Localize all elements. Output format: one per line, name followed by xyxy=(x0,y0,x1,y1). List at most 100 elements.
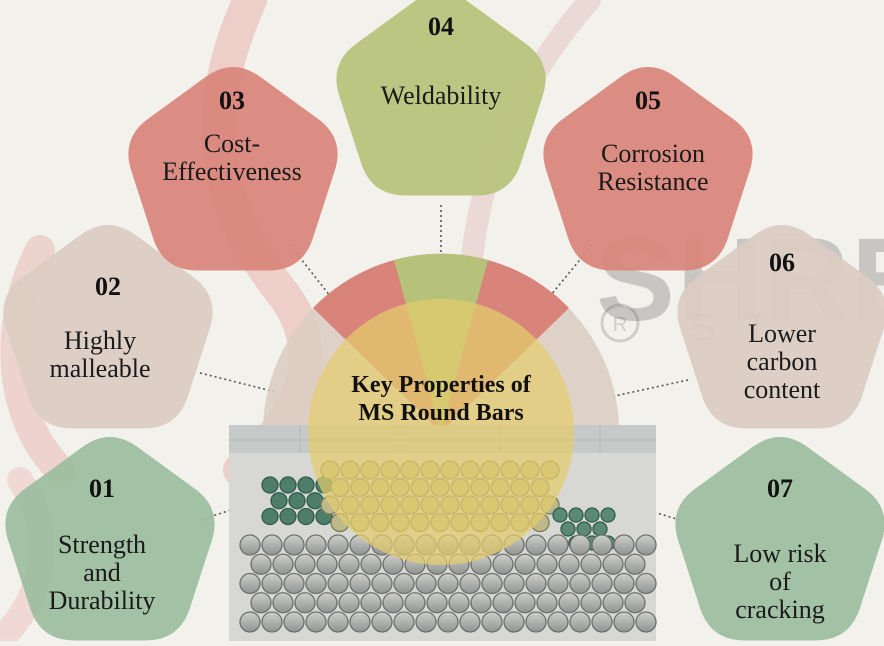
pipe-end xyxy=(448,592,470,614)
pipe-end xyxy=(305,534,327,556)
pipe-end xyxy=(459,572,481,595)
property-01-label: Strength and Durability xyxy=(12,531,192,614)
pentagon-02 xyxy=(3,225,213,429)
pipe-end xyxy=(371,611,393,633)
pipe-end xyxy=(602,553,624,575)
pipe-end xyxy=(568,507,584,523)
pipe-end xyxy=(250,553,272,575)
property-07-line-1: Low risk xyxy=(733,539,827,568)
property-04-label: Weldability xyxy=(351,82,531,110)
property-07-line-3: cracking xyxy=(735,594,825,624)
pipe-end xyxy=(415,611,437,633)
pipe-end xyxy=(261,534,283,556)
property-06-line-2: carbon xyxy=(746,346,818,376)
pipe-end xyxy=(602,592,624,614)
pipe-end xyxy=(503,611,525,633)
connector-02 xyxy=(199,372,277,393)
pipe-end xyxy=(297,507,315,526)
property-01-line-2: and xyxy=(83,557,121,587)
pipe-end xyxy=(569,534,591,556)
property-02-line-2: malleable xyxy=(49,353,151,383)
property-05-label: Corrosion Resistance xyxy=(563,140,743,196)
property-05-line-2: Resistance xyxy=(597,166,709,196)
property-03-line-2: Effectiveness xyxy=(162,156,302,186)
center-circle xyxy=(308,299,574,565)
property-07-number: 07 xyxy=(767,474,793,503)
pipe-end xyxy=(250,592,272,614)
pipe-end xyxy=(239,572,261,595)
pipe-end xyxy=(360,553,382,575)
pipe-end xyxy=(547,572,569,595)
pipe-end xyxy=(327,611,349,633)
pipe-end xyxy=(558,553,580,575)
property-02-line-1: Highly xyxy=(63,326,137,355)
property-07-label: Low risk of cracking xyxy=(690,540,870,623)
pipe-end xyxy=(261,476,279,494)
pentagon-05 xyxy=(543,67,753,271)
pipe-end xyxy=(569,572,591,595)
pipe-end xyxy=(404,592,426,614)
pipe-end xyxy=(558,592,580,614)
pipe-end xyxy=(624,592,646,614)
property-03-number: 03 xyxy=(219,86,245,115)
pentagon-07 xyxy=(675,437,884,641)
pipe-end xyxy=(239,611,261,633)
pipe-end xyxy=(371,572,393,595)
pipe-end xyxy=(437,572,459,595)
pipe-end xyxy=(349,572,371,595)
pipe-end xyxy=(459,611,481,633)
property-05-line-1: Corrosion xyxy=(601,139,705,168)
pipe-end xyxy=(547,534,569,556)
property-01-number: 01 xyxy=(89,474,115,503)
pipe-end xyxy=(316,553,338,575)
watermark-logo-circle: R xyxy=(600,303,640,343)
property-02-label: Highly malleable xyxy=(10,327,190,383)
pipe-end xyxy=(560,521,576,537)
pipe-end xyxy=(536,592,558,614)
pipe-end xyxy=(481,572,503,595)
pipe-end xyxy=(600,507,616,523)
pipe-end xyxy=(349,611,371,633)
pipe-end xyxy=(283,572,305,595)
center-title-line-1: Key Properties of xyxy=(351,372,531,398)
pipe-end xyxy=(261,611,283,633)
pipe-end xyxy=(279,476,297,494)
pipe-end xyxy=(591,611,613,633)
pipe-end xyxy=(635,572,657,595)
pipe-end xyxy=(415,572,437,595)
pipe-end xyxy=(624,553,646,575)
pipe-end xyxy=(288,492,306,510)
pipe-end xyxy=(613,534,635,556)
pipe-end xyxy=(514,592,536,614)
property-03-label: Cost- Effectiveness xyxy=(137,130,327,186)
pipe-end xyxy=(338,592,360,614)
center-title-line-2: MS Round Bars xyxy=(358,400,524,427)
pipe-end xyxy=(270,492,288,510)
pipe-end xyxy=(591,572,613,595)
pipe-end xyxy=(492,592,514,614)
pipe-end xyxy=(503,572,525,595)
property-06-number: 06 xyxy=(769,248,795,277)
pipe-end xyxy=(437,611,459,633)
pipe-end xyxy=(393,611,415,633)
pipe-end xyxy=(580,592,602,614)
pipe-end xyxy=(552,507,568,523)
pipe-end xyxy=(261,507,279,526)
pipe-end xyxy=(426,592,448,614)
pipe-end xyxy=(272,592,294,614)
pentagon-01 xyxy=(5,437,215,641)
pipe-end xyxy=(613,611,635,633)
pipe-end xyxy=(525,611,547,633)
pipe-end xyxy=(305,572,327,595)
pipe-end xyxy=(272,553,294,575)
pipe-end xyxy=(261,572,283,595)
property-04-line-1: Weldability xyxy=(380,81,502,110)
property-06-line-3: content xyxy=(743,374,821,404)
pipe-end xyxy=(536,553,558,575)
pipe-end xyxy=(360,592,382,614)
pipe-end xyxy=(338,553,360,575)
connector-07 xyxy=(613,499,681,521)
